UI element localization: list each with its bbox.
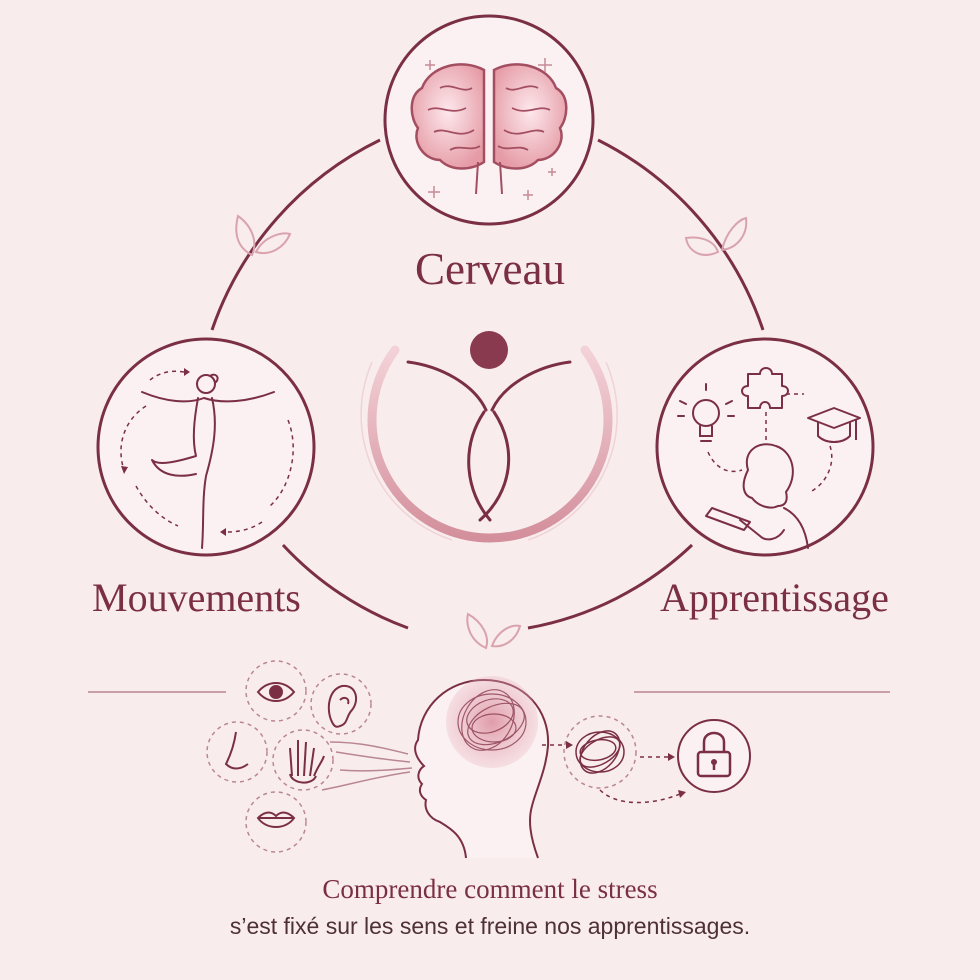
hand-icon bbox=[289, 740, 325, 784]
logo-figure bbox=[406, 360, 572, 522]
brain-icon bbox=[410, 63, 568, 195]
leaf-icon-bottom bbox=[466, 612, 522, 650]
label-mouvements: Mouvements bbox=[92, 575, 301, 620]
label-apprentissage: Apprentissage bbox=[660, 575, 889, 620]
brain-node bbox=[383, 14, 595, 226]
lightbulb-icon bbox=[677, 383, 735, 442]
label-cerveau: Cerveau bbox=[415, 244, 565, 294]
dancer-icon bbox=[141, 373, 275, 549]
logo-ring bbox=[367, 345, 613, 543]
leaf-icon-right bbox=[684, 216, 748, 256]
nose-icon bbox=[224, 731, 249, 770]
learning-node bbox=[655, 337, 875, 557]
motion-arrows-icon bbox=[120, 370, 294, 533]
arrowhead-icons bbox=[121, 368, 226, 536]
ear-icon bbox=[327, 684, 358, 728]
movement-node bbox=[96, 337, 316, 557]
caption-subtitle: s’est fixé sur les sens et freine nos ap… bbox=[229, 913, 751, 939]
puzzle-piece-icon bbox=[741, 367, 789, 409]
flow-arrows bbox=[542, 744, 681, 804]
sensory-flow-lines bbox=[321, 741, 413, 791]
flow-arrowheads bbox=[566, 741, 686, 798]
lips-icon bbox=[256, 811, 296, 828]
senses-cluster bbox=[206, 660, 372, 853]
caption-title: Comprendre comment le stress bbox=[322, 874, 658, 904]
leaf-icon-left bbox=[235, 214, 292, 257]
center-logo bbox=[360, 331, 618, 543]
eye-icon bbox=[256, 682, 296, 702]
cycle-ring bbox=[210, 138, 765, 630]
tangled-knot-icon bbox=[563, 715, 637, 789]
graduation-cap-icon bbox=[807, 407, 861, 443]
learning-path-icon bbox=[707, 393, 833, 493]
child-reading-icon bbox=[705, 443, 809, 549]
logo-head bbox=[470, 331, 508, 369]
sparkle-icons bbox=[425, 58, 556, 200]
head-profile-icon bbox=[414, 676, 550, 859]
lock-icon bbox=[677, 719, 751, 793]
